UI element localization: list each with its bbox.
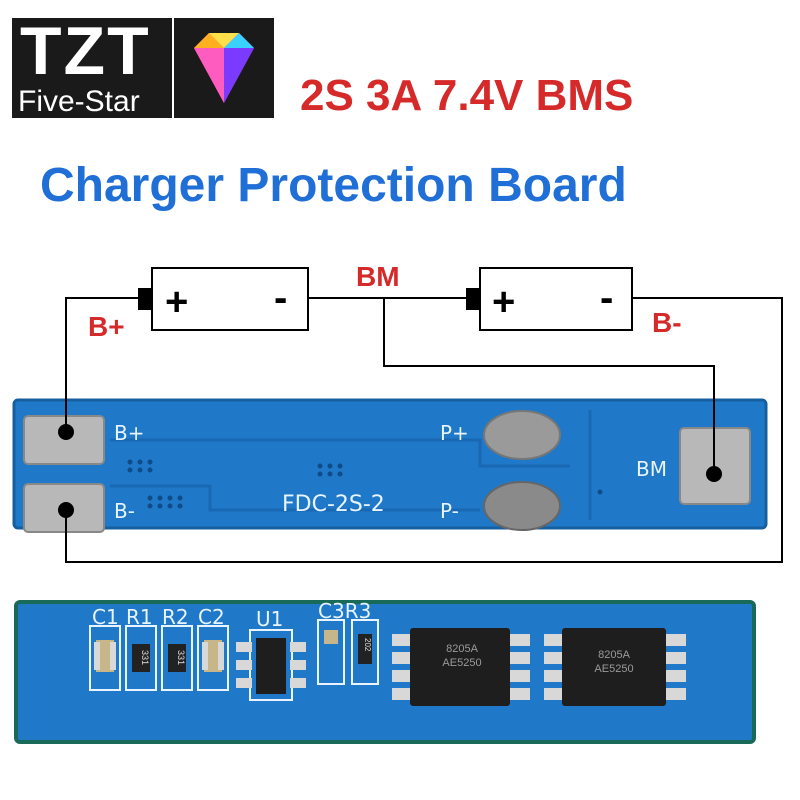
- capacitor-c1: [96, 640, 114, 672]
- resistor-r3: [358, 634, 372, 664]
- r3-code: 202: [363, 638, 372, 652]
- silk-c2: C2: [198, 605, 225, 629]
- battery-2: [479, 267, 633, 331]
- diamond-icon: [194, 33, 254, 103]
- silk-model: FDC-2S-2: [282, 492, 385, 517]
- label-bminus: B-: [652, 307, 682, 338]
- r1-code: 331: [140, 650, 150, 666]
- pad-pminus: [483, 481, 561, 531]
- silk-bplus: B+: [114, 421, 145, 445]
- battery-1-minus: -: [274, 276, 288, 320]
- silk-bminus: B-: [114, 499, 135, 523]
- mosfet-2-marking: 8205A AE5250: [594, 649, 634, 675]
- logo-brand-box: [12, 18, 172, 118]
- logo-subtitle: Five-Star: [18, 85, 140, 118]
- r2-code: 331: [176, 650, 186, 666]
- battery-1: [151, 267, 309, 331]
- pad-pplus: [483, 410, 561, 460]
- silk-r2: R2: [162, 605, 189, 629]
- front-pcb: [14, 400, 766, 528]
- capacitor-c2: [204, 640, 222, 672]
- resistor-r1: [132, 644, 150, 672]
- mosfet-1-marking: 8205A AE5250: [442, 643, 482, 669]
- silk-c3r3: C3R3: [318, 599, 372, 623]
- capacitor-c3: [324, 630, 338, 644]
- chip-u1: [256, 638, 286, 694]
- silk-bm: BM: [636, 457, 667, 481]
- silk-pminus: P-: [440, 499, 459, 523]
- label-bplus: B+: [88, 311, 125, 342]
- silk-pplus: P+: [440, 421, 469, 445]
- silk-c1: C1: [92, 605, 119, 629]
- logo-brand-text: TZT: [20, 13, 151, 89]
- mosfet-1: [410, 628, 510, 706]
- silk-u1: U1: [256, 607, 284, 631]
- mosfet-2: [562, 628, 666, 706]
- product-title: 2S 3A 7.4V BMS: [300, 71, 634, 120]
- product-subtitle: Charger Protection Board: [40, 159, 627, 212]
- logo-gem-box: [174, 18, 274, 118]
- battery-2-plus: +: [492, 280, 516, 324]
- battery-1-plus: +: [165, 280, 189, 324]
- wiring-diagram: [12, 267, 783, 563]
- battery-2-minus: -: [600, 276, 614, 320]
- silk-r1: R1: [126, 605, 153, 629]
- resistor-r2: [168, 644, 186, 672]
- label-bm: BM: [356, 261, 400, 292]
- pad-bplus: [23, 415, 105, 465]
- back-pcb-view: [14, 600, 756, 744]
